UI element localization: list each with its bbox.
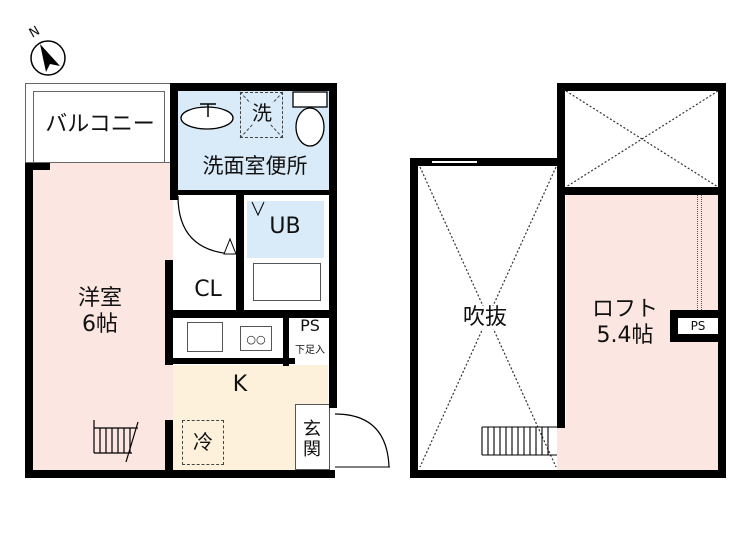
western-room [25,163,173,475]
kitchen-label: K [232,372,248,397]
entrance-door-icon [334,413,390,468]
bath-label: UB [269,214,301,239]
door-swing-icon [177,195,237,255]
washroom-toilet-label: 洗面室便所 [202,154,308,178]
stairs-icon [93,420,139,463]
fridge-space [182,420,224,465]
toilet-icon [292,91,328,147]
balcony-label: バルコニー [45,112,155,137]
entrance [295,404,330,470]
sink-icon [180,103,234,130]
fridge-label: 冷 [193,430,213,454]
ps-label: PS [300,316,320,335]
balcony [25,83,172,163]
kitchen-sink [187,322,223,352]
shoe-box-label: 下足入 [295,345,325,356]
loft-label: ロフト [591,297,658,322]
bathtub [253,263,321,301]
stove: ○○ [240,326,272,351]
stairs-icon [481,426,557,456]
western-room-size: 6帖 [82,312,118,337]
compass-arrow-icon [30,40,66,76]
entrance-label: 玄関 [303,419,321,460]
loft-size: 5.4帖 [596,323,654,348]
washer-space [240,92,283,138]
western-room-label: 洋室 [77,286,122,311]
void-label: 吹抜 [445,306,525,329]
loft-ps-label: PS [678,318,718,334]
washer-label: 洗 [244,103,280,124]
closet-label: CL [194,277,222,302]
